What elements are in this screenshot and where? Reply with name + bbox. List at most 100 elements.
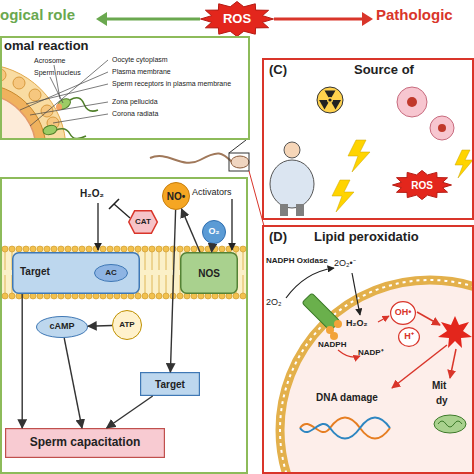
lipid-head	[163, 246, 169, 252]
lipid-head	[44, 246, 50, 252]
lipid-head	[2, 246, 8, 252]
molecule-label: 2O₂•⁻	[334, 258, 374, 268]
lipid-tail	[5, 275, 6, 293]
lipid-peroxidation-illustration	[450, 349, 456, 378]
node-text: Target	[20, 266, 76, 278]
lipid-peroxidation-illustration	[438, 421, 462, 427]
oocyte-illustration	[26, 84, 108, 104]
molecule-circle: O₂	[202, 220, 226, 244]
ros-sources	[280, 204, 288, 216]
lipid-peroxidation-illustration	[338, 350, 360, 357]
ros-sources	[348, 140, 370, 172]
oocyte-illustration	[0, 94, 36, 140]
node-shape	[181, 253, 238, 294]
sperm-cell	[229, 140, 246, 153]
part-label: Zona pellucida	[112, 98, 212, 106]
molecule-label: NADP⁺	[358, 348, 398, 357]
node-text: AC	[105, 269, 117, 278]
part-label: Plasma membrane	[112, 68, 212, 76]
oocyte-illustration	[29, 89, 41, 101]
role-arrows	[362, 12, 373, 26]
node-text: Target	[155, 379, 185, 390]
node-text: ROS	[411, 180, 433, 191]
molecule-ellipse: cAMP	[36, 316, 88, 338]
sperm-cell	[249, 171, 264, 226]
lipid-head	[128, 246, 134, 252]
oocyte-illustration	[30, 102, 108, 115]
connector-arrow	[88, 325, 112, 327]
sperm-cell	[150, 153, 232, 162]
node-text: Sperm capacitation	[30, 436, 141, 449]
part-label: Corona radiata	[112, 110, 212, 118]
node-text: OH•	[395, 308, 412, 318]
lipid-head	[233, 246, 239, 252]
connector-arrow	[107, 396, 153, 428]
node-text: Lipid peroxidatio	[314, 230, 472, 245]
lipid-head	[205, 246, 211, 252]
lipid-head	[177, 246, 183, 252]
role-arrows	[96, 12, 373, 26]
radical-circle: H⁺	[398, 327, 420, 347]
part-label: Oocyte cytoplasm	[112, 56, 212, 64]
effect-label: DNA damage	[316, 392, 392, 404]
node-outline	[262, 58, 474, 220]
lipid-head	[149, 246, 155, 252]
node-shape	[1, 37, 249, 139]
lipid-tail	[159, 252, 160, 270]
lipid-tail	[173, 275, 174, 293]
lipid-head	[121, 246, 127, 252]
lipid-peroxidation-illustration	[280, 280, 474, 474]
ros-sources	[455, 150, 473, 178]
lipid-peroxidation-illustration	[378, 316, 389, 322]
lipid-tail	[145, 275, 146, 293]
lipid-peroxidation-illustration	[300, 418, 390, 439]
lipid-head	[177, 293, 183, 299]
lipid-peroxidation-illustration	[352, 273, 360, 315]
panel-frame: (C)Source ofROS	[262, 58, 474, 220]
part-label: Sperm receptors in plasma membrane	[112, 80, 246, 88]
section-heading: ogical role	[0, 6, 98, 23]
lipid-head	[16, 246, 22, 252]
node-shape	[13, 253, 140, 294]
node-shape	[393, 171, 452, 200]
lipid-head	[23, 246, 29, 252]
node-shape	[141, 373, 200, 396]
ros-sources	[327, 97, 333, 103]
lipid-tail	[5, 252, 6, 270]
connector-arrow	[170, 210, 175, 372]
capacitation-panel	[114, 204, 130, 218]
oocyte-illustration	[50, 77, 63, 103]
lipid-head	[37, 246, 43, 252]
lipid-head	[198, 246, 204, 252]
node-shape	[263, 226, 473, 473]
ros-sources	[317, 87, 343, 113]
part-label: Acrosome	[34, 57, 84, 65]
ros-sources	[407, 97, 417, 107]
lipid-head	[107, 246, 113, 252]
effect-label: dy	[436, 395, 470, 407]
ros-sources	[328, 98, 331, 101]
pathway-label: Activators	[192, 187, 248, 197]
lipid-peroxidation-illustration	[438, 316, 472, 348]
capacitation-panel	[109, 199, 119, 209]
node-shape	[95, 265, 128, 282]
lipid-head	[9, 246, 15, 252]
connector-arrow	[64, 338, 82, 428]
capacitation-panel	[1, 178, 247, 473]
lipid-head	[65, 246, 71, 252]
ros-sources	[284, 142, 300, 158]
oocyte-illustration	[30, 60, 108, 126]
node-shape	[203, 221, 226, 244]
capacitation-panel	[2, 246, 246, 299]
node-text: NOS	[198, 268, 220, 279]
ros-starburst: ROS	[392, 170, 452, 200]
ros-sources	[430, 116, 454, 140]
oocyte-illustration	[0, 60, 108, 140]
node-text: ROS	[223, 12, 251, 26]
enzyme-ellipse: AC	[94, 264, 128, 282]
lipid-peroxidation-illustration	[417, 312, 440, 325]
target-protein: Target AC	[12, 252, 140, 294]
lipid-peroxidation-illustration	[286, 268, 334, 298]
node-text: (C)	[269, 63, 309, 78]
